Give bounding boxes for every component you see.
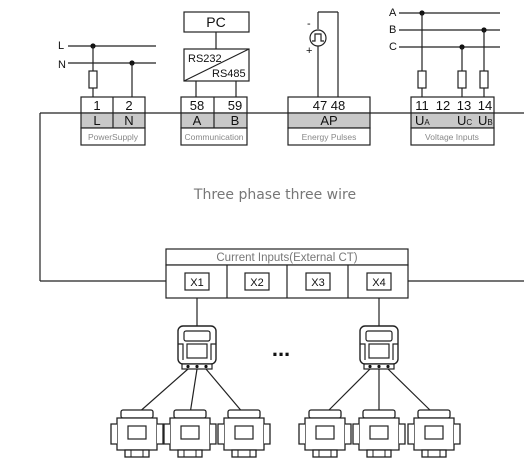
meter-outline [39, 112, 524, 282]
fuse-icon [417, 70, 427, 89]
port-x3-label: X3 [311, 277, 324, 289]
fuse-icon [479, 70, 489, 89]
comm-signal-b: B [231, 113, 240, 128]
energy-pulse-terminal: 47 48 AP Energy Pulses [287, 96, 371, 146]
vi-caption: Voltage Inputs [425, 132, 479, 142]
ct-group-left [110, 409, 271, 458]
pc-block: PC RS232 RS485 [183, 11, 250, 97]
ps-signal-n: N [124, 113, 133, 128]
fuse-icon [88, 70, 98, 89]
port-x4: X4 [366, 272, 392, 291]
comm-pin-59: 59 [228, 98, 242, 113]
ps-pin-2: 2 [125, 98, 132, 113]
pulse-source: - + [306, 11, 339, 97]
pc-label: PC [206, 14, 225, 30]
comm-caption: Communication [184, 132, 243, 142]
power-supply-terminal: 1 2 L N PowerSupply [80, 96, 146, 146]
vi-signal-uc: UC [457, 113, 472, 128]
port-x1: X1 [184, 272, 210, 291]
pulse-minus: - [307, 18, 311, 30]
rs232-label: RS232 [188, 53, 222, 65]
current-inputs-title: Current Inputs(External CT) [216, 252, 357, 264]
fuse-icon [457, 70, 467, 89]
wiring-caption: Three phase three wire [193, 187, 356, 203]
ps-signal-l: L [93, 113, 100, 128]
port-x1-label: X1 [190, 277, 203, 289]
pulse-plus: + [306, 45, 312, 57]
line-l-label: L [58, 40, 64, 52]
ct-group-right [298, 409, 461, 458]
vi-signal-ub: UB [478, 113, 493, 128]
phase-lines: A B C [389, 7, 500, 97]
ct-hub-right [359, 325, 399, 370]
current-inputs-block: Current Inputs(External CT) X1 X2 X3 X4 [165, 248, 409, 299]
phase-b-label: B [389, 24, 396, 36]
port-x4-label: X4 [372, 277, 385, 289]
communication-terminal: 58 59 A B Communication [180, 96, 248, 146]
vi-pin-13: 13 [457, 98, 471, 113]
port-x3: X3 [305, 272, 331, 291]
line-n-label: N [58, 59, 66, 71]
rs485-label: RS485 [212, 68, 246, 80]
ep-pins: 47 48 [313, 98, 346, 113]
comm-signal-a: A [193, 113, 202, 128]
ps-caption: PowerSupply [88, 132, 139, 142]
vi-pin-14: 14 [478, 98, 492, 113]
phase-a-label: A [389, 7, 397, 19]
pulse-generator-icon [309, 29, 327, 47]
ellipsis: ... [272, 336, 290, 361]
current-transformer-icon [217, 409, 271, 458]
ps-pin-1: 1 [93, 98, 100, 113]
voltage-inputs-terminal: 11 12 13 14 UA UC UB Voltage Inputs [410, 96, 495, 146]
ct-cables [136, 368, 435, 415]
vi-pin-11: 11 [415, 98, 429, 113]
current-transformer-icon [407, 409, 461, 458]
current-transformer-icon [163, 409, 217, 458]
splitter-icon [177, 325, 217, 370]
phase-c-label: C [389, 41, 397, 53]
current-transformer-icon [352, 409, 406, 458]
current-transformer-icon [298, 409, 352, 458]
power-lines: L N [58, 40, 156, 97]
ep-signal: AP [320, 113, 337, 128]
ep-caption: Energy Pulses [302, 132, 357, 142]
current-transformer-icon [110, 409, 164, 458]
port-x2-label: X2 [250, 277, 263, 289]
vi-pin-12: 12 [436, 98, 450, 113]
comm-pin-58: 58 [190, 98, 204, 113]
vi-signal-ua: UA [415, 113, 430, 128]
ct-hub-left [177, 325, 217, 370]
splitter-icon [359, 325, 399, 370]
port-x2: X2 [244, 272, 270, 291]
